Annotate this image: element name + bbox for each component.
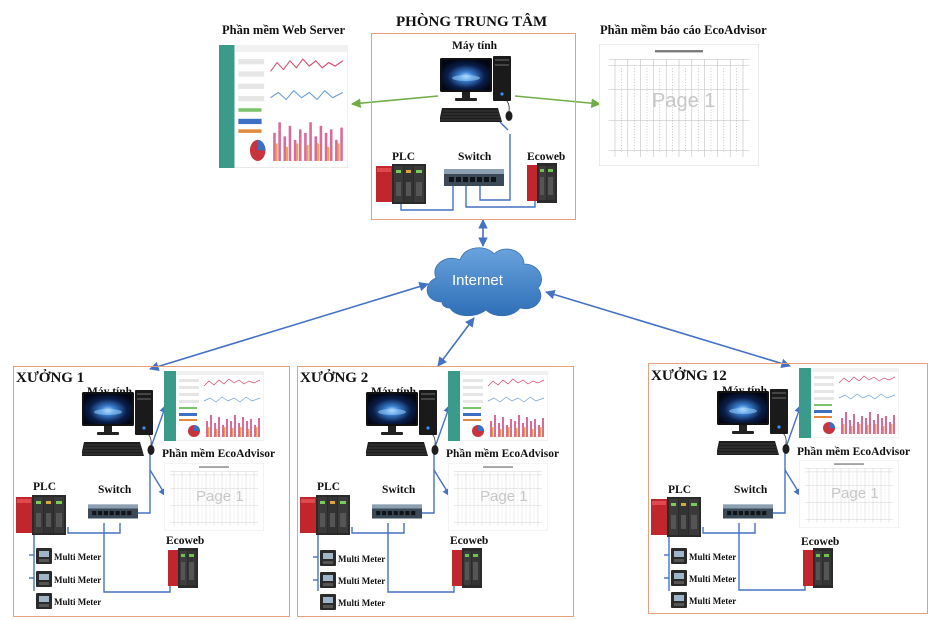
workshop-12-computer-icon [717, 389, 792, 469]
workshop-2-software-label: Phần mềm EcoAdvisor [446, 448, 560, 460]
workshop-2-title: XƯỞNG 2 [300, 370, 369, 386]
workshop-2-computer-icon [366, 390, 441, 470]
web-server-label: Phần mềm Web Server [222, 23, 346, 37]
central-computer-label: Máy tính [452, 40, 498, 52]
web-server-screenshot [219, 45, 348, 168]
workshop-1-meter-3-label: Multi Meter [54, 597, 102, 607]
workshop-12-meter-2-label: Multi Meter [689, 574, 737, 584]
central-ecoweb-icon [527, 163, 557, 203]
link-internet-workshop-1 [149, 281, 429, 372]
central-ecoweb-label: Ecoweb [527, 151, 566, 163]
workshop-1-dashboard [164, 371, 264, 441]
workshop-2-meter-1-label: Multi Meter [338, 554, 386, 564]
workshop-1-ecoweb-label: Ecoweb [166, 535, 205, 547]
workshop-1-computer-icon [82, 390, 157, 470]
workshop-1-meter-1-label: Multi Meter [54, 552, 102, 562]
workshop-12-switch-icon [723, 501, 773, 521]
workshop-12-meter-1-icon [671, 548, 687, 564]
internet-cloud [426, 247, 542, 317]
central-switch-label: Switch [458, 151, 492, 163]
workshop-1-meter-2-label: Multi Meter [54, 575, 102, 585]
workshop-12-switch-label: Switch [734, 484, 768, 496]
link-to-report [514, 95, 601, 108]
workshop-12-meter-3-icon [671, 592, 687, 608]
workshop-2-meter-2-label: Multi Meter [338, 576, 386, 586]
workshop-1-meter-1-icon [36, 548, 52, 564]
workshop-1-title: XƯỞNG 1 [16, 370, 85, 386]
central-switch-icon [444, 166, 504, 188]
workshop-2-ecoweb-icon [452, 548, 482, 588]
workshop-12-meter-3-label: Multi Meter [689, 596, 737, 606]
workshop-12-meter-2-icon [671, 570, 687, 586]
workshop-12-meter-1-label: Multi Meter [689, 552, 737, 562]
link-to-web-server [351, 95, 439, 108]
workshop-12-cables [664, 404, 806, 591]
central-computer-icon [440, 56, 515, 136]
central-plc-icon [376, 162, 426, 204]
workshop-12-ecoweb-icon [803, 548, 833, 588]
workshop-2-cables [313, 404, 455, 593]
link-internet-workshop-12 [545, 289, 791, 369]
workshop-2-switch-label: Switch [382, 484, 416, 496]
workshop-2-watermark: Page 1 [480, 488, 528, 505]
workshop-12-plc-label: PLC [668, 484, 691, 496]
workshop-2-plc-label: PLC [317, 481, 340, 493]
report-watermark: Page 1 [652, 90, 716, 112]
workshop-12-box [648, 363, 928, 614]
internet-label: Internet [452, 272, 503, 289]
workshop-1-meter-2-icon [36, 571, 52, 587]
workshop-1-ecoweb-icon [168, 548, 198, 588]
report-label: Phần mềm báo cáo EcoAdvisor [600, 23, 767, 37]
workshop-1-watermark: Page 1 [196, 488, 244, 505]
workshop-2-switch-icon [372, 501, 422, 521]
central-plc-label: PLC [392, 151, 415, 163]
central-room-box [371, 33, 576, 220]
workshop-12-plc-icon [651, 495, 701, 537]
workshop-1-box [13, 366, 290, 617]
workshop-2-box [297, 366, 574, 617]
workshop-2-meter-3-icon [320, 594, 336, 610]
workshop-12-title: XƯỞNG 12 [651, 368, 727, 384]
workshop-1-software-label: Phần mềm EcoAdvisor [162, 448, 276, 460]
workshop-1-switch-label: Switch [98, 484, 132, 496]
workshop-2-dashboard [448, 371, 548, 441]
workshop-12-watermark: Page 1 [831, 485, 879, 502]
workshop-12-software-label: Phần mềm EcoAdvisor [797, 446, 911, 458]
workshop-2-plc-icon [300, 493, 350, 535]
central-room-title: PHÒNG TRUNG TÂM [396, 14, 548, 30]
workshop-1-plc-icon [16, 493, 66, 535]
workshop-12-dashboard [799, 368, 899, 438]
workshop-2-meter-1-icon [320, 550, 336, 566]
workshop-1-switch-icon [88, 501, 138, 521]
workshop-1-meter-3-icon [36, 593, 52, 609]
workshop-1-plc-label: PLC [33, 481, 56, 493]
workshop-2-meter-3-label: Multi Meter [338, 598, 386, 608]
workshop-12-ecoweb-label: Ecoweb [801, 536, 840, 548]
link-internet-workshop-2 [437, 317, 475, 367]
workshop-2-ecoweb-label: Ecoweb [450, 535, 489, 547]
workshop-2-meter-2-icon [320, 572, 336, 588]
